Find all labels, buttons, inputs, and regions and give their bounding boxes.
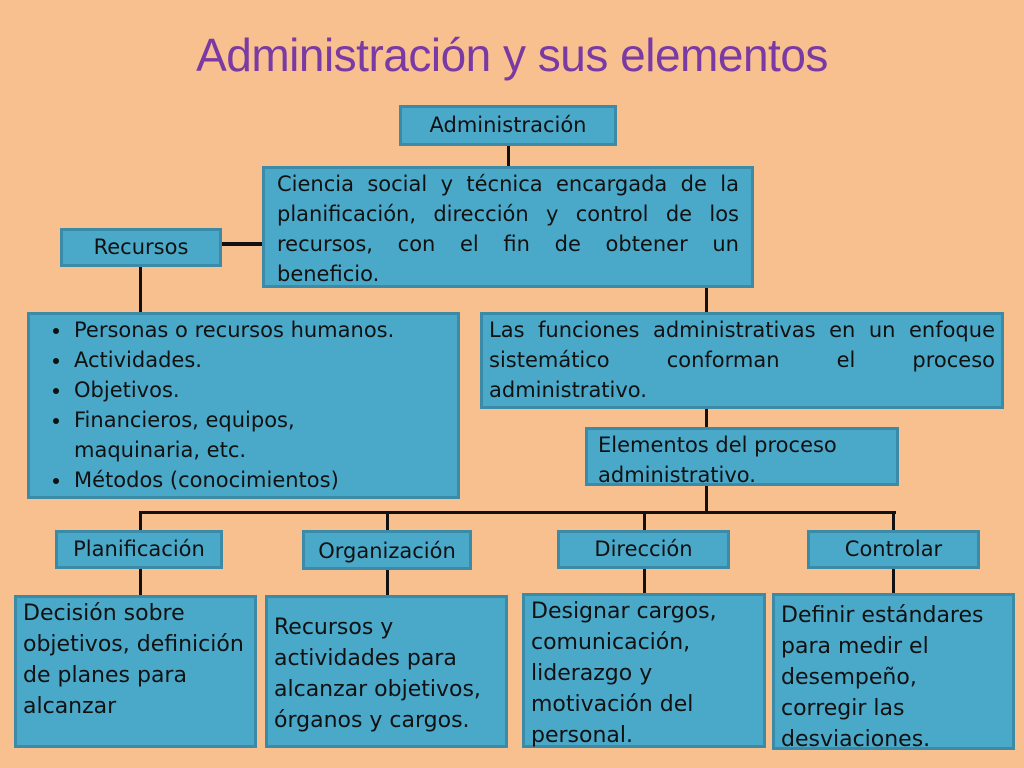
connector-line bbox=[139, 511, 142, 531]
connector-line bbox=[222, 242, 263, 246]
stage-planificacion: Planificación bbox=[55, 530, 223, 569]
connector-line bbox=[386, 570, 389, 596]
connector-line bbox=[386, 511, 389, 531]
stage-controlar: Controlar bbox=[807, 530, 980, 569]
stage-organizacion: Organización bbox=[302, 530, 472, 570]
detail-controlar: Definir estándares para medir el desempe… bbox=[772, 593, 1015, 752]
connector-line bbox=[643, 569, 646, 594]
list-item: Métodos (conocimientos) bbox=[72, 465, 457, 495]
connector-line bbox=[139, 569, 142, 596]
connector-line bbox=[705, 288, 708, 313]
detail-planificacion: Decisión sobre objetivos, definición de … bbox=[14, 595, 257, 748]
connector-line bbox=[643, 511, 646, 531]
list-item: Personas o recursos humanos. bbox=[72, 315, 457, 345]
connector-line bbox=[139, 511, 896, 514]
recursos-list: Personas o recursos humanos. Actividades… bbox=[27, 312, 460, 499]
definition-node: Ciencia social y técnica encargada de la… bbox=[262, 166, 754, 288]
connector-line bbox=[139, 267, 142, 313]
connector-line bbox=[892, 511, 895, 531]
recursos-node: Recursos bbox=[60, 228, 222, 267]
connector-line bbox=[705, 409, 708, 428]
connector-line bbox=[705, 486, 708, 513]
list-item: Objetivos. bbox=[72, 375, 457, 405]
list-item: Financieros, equipos, maquinaria, etc. bbox=[72, 405, 354, 465]
connector-line bbox=[892, 569, 895, 594]
page-title: Administración y sus elementos bbox=[196, 29, 828, 81]
funciones-node: Las funciones administrativas en un enfo… bbox=[480, 312, 1004, 409]
list-item: Actividades. bbox=[72, 345, 457, 375]
stage-direccion: Dirección bbox=[557, 530, 730, 569]
elementos-node: Elementos del proceso administrativo. bbox=[585, 427, 899, 487]
root-node: Administración bbox=[399, 105, 617, 146]
detail-direccion: Designar cargos, comunicación, liderazgo… bbox=[522, 593, 766, 748]
detail-organizacion: Recursos y actividades para alcanzar obj… bbox=[265, 595, 508, 748]
connector-line bbox=[507, 146, 510, 167]
